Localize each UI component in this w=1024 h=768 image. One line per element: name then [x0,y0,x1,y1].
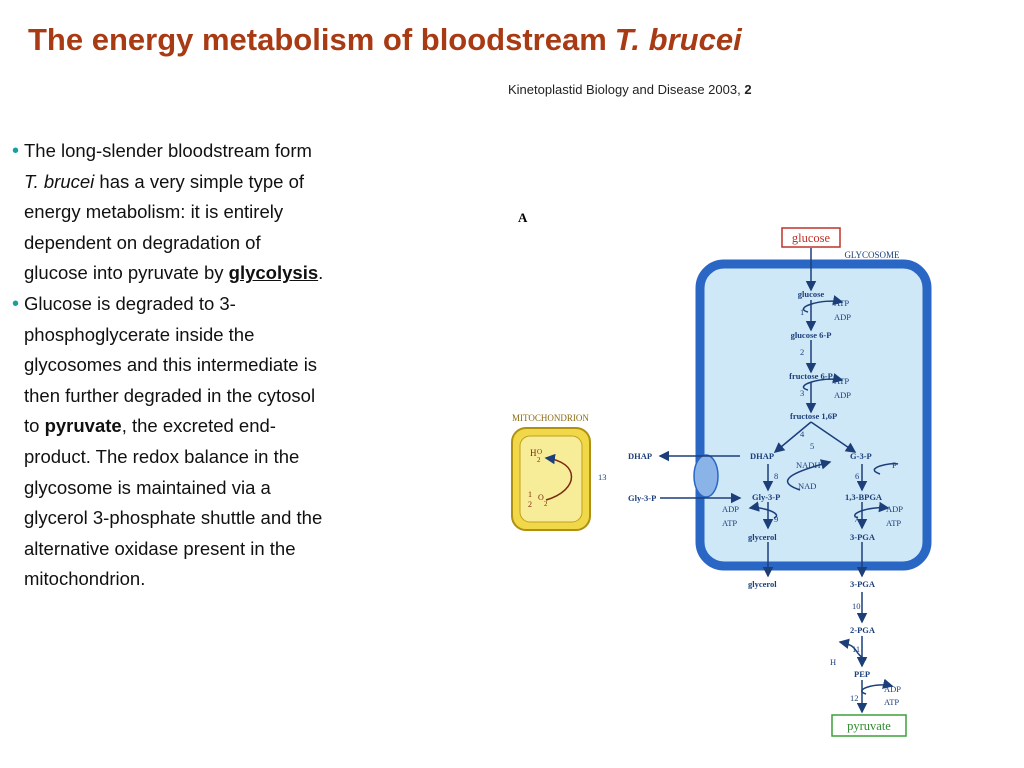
step-number: 2 [800,347,804,357]
bullet-text: The long-slender bloodstream form T. bru… [24,136,324,289]
oxygen-frac-den: 2 [528,500,532,509]
metabolite-glucose: glucose [798,289,825,299]
mitochondrion-label: MITOCHONDRION [512,413,589,423]
step-number: 6 [855,471,859,481]
glycosome-compartment [695,259,932,571]
metabolite-3pga-glycosome: 3-PGA [850,532,876,542]
bullet-list: • The long-slender bloodstream form T. b… [12,136,324,595]
pyruvate-box [831,714,907,737]
bullet-segment-emphasis: glycolysis [228,262,319,284]
cofactor-atp: ATP [722,518,737,528]
glycolysis-diagram: A glucose GLYCOSOME MITOCHONDRION H 2 O … [511,210,932,737]
step-number: 3 [800,388,804,398]
bullet-dot-icon: • [12,292,20,315]
citation: Kinetoplastid Biology and Disease 2003, … [508,82,752,97]
cofactor-pi: P [892,460,897,470]
step-number: 10 [852,601,861,611]
cofactor-nadh: NADH [796,460,821,470]
step-number: 13 [598,472,607,482]
metabolite-gly3p-glycosome: Gly-3-P [752,492,780,502]
bullet-segment: Glucose is degraded to 3-phosphoglycerat… [24,292,318,437]
pyruvate-box-label: pyruvate [847,719,891,733]
step-number: 12 [850,693,859,703]
bullet-segment-italic: T. brucei [24,170,95,192]
panel-letter: A [518,210,528,225]
cofactor-adp: ADP [884,684,901,694]
metabolite-gly3p-cytosol: Gly-3-P [628,493,656,503]
water-label: H [530,448,537,458]
cofactor-atp: ATP [834,298,849,308]
step-number: 9 [774,514,778,524]
metabolite-dhap-glycosome: DHAP [750,451,774,461]
metabolite-glucose6p: glucose 6-P [791,330,832,340]
bullet-segment-bold: pyruvate [44,415,122,437]
step-number: 1 [800,307,804,317]
cofactor-water: H [830,657,836,667]
glucose-box-label: glucose [792,231,831,245]
cofactor-adp: ADP [722,504,739,514]
step-number: 4 [800,429,805,439]
step-number: 7 [854,514,858,524]
glycosome-transporter [693,454,719,498]
cofactor-adp: ADP [886,504,903,514]
title-organism: T. brucei [614,22,742,57]
bullet-dot-icon: • [12,140,20,162]
metabolite-bpga: 1,3-BPGA [845,492,883,502]
metabolite-fructose6p: fructose 6-P [789,371,833,381]
citation-journal: Kinetoplastid Biology and Disease 2003, [508,82,741,97]
bullet-segment: . [318,262,324,284]
bullet-segment: The long-slender bloodstream form [24,140,312,161]
oxygen-sub: 2 [544,500,548,508]
cofactor-atp: ATP [834,376,849,386]
cofactor-atp: ATP [886,518,901,528]
metabolite-2pga: 2-PGA [850,625,876,635]
step-number: 11 [852,644,860,654]
metabolite-dhap-cytosol: DHAP [628,451,652,461]
step-number: 5 [810,441,814,451]
metabolite-g3p: G-3-P [850,451,872,461]
mitochondrion-inner [519,435,583,523]
metabolite-3pga-cytosol: 3-PGA [850,579,876,589]
title-main: The energy metabolism of bloodstream [28,22,607,57]
oxygen-frac: 1 [528,490,532,499]
bullet-item: • Glucose is degraded to 3-phosphoglycer… [12,289,324,595]
oxidase-arrow [544,453,573,501]
metabolite-glycerol-cytosol: glycerol [748,579,777,589]
metabolite-glycerol-glycosome: glycerol [748,532,777,542]
bullet-segment: , the excreted end-product. The redox ba… [24,415,323,590]
bullet-item: • The long-slender bloodstream form T. b… [12,136,324,289]
glucose-box [781,227,841,248]
metabolite-fructose16p2: fructose 1,6P [790,411,837,421]
water-o: O [537,448,542,456]
glycosome-label: GLYCOSOME [844,250,900,260]
cofactor-adp: ADP [834,390,851,400]
cofactor-atp: ATP [884,697,899,707]
cofactor-adp: ADP [834,312,851,322]
water-sub: 2 [537,456,541,464]
metabolite-pep: PEP [854,669,870,679]
citation-volume: 2 [744,82,752,97]
step-number: 8 [774,471,778,481]
cofactor-nad: NAD [798,481,816,491]
bullet-segment: has a very simple type of energy metabol… [24,170,305,284]
bullet-text: Glucose is degraded to 3-phosphoglycerat… [24,289,324,595]
oxygen-label: O [538,493,544,502]
